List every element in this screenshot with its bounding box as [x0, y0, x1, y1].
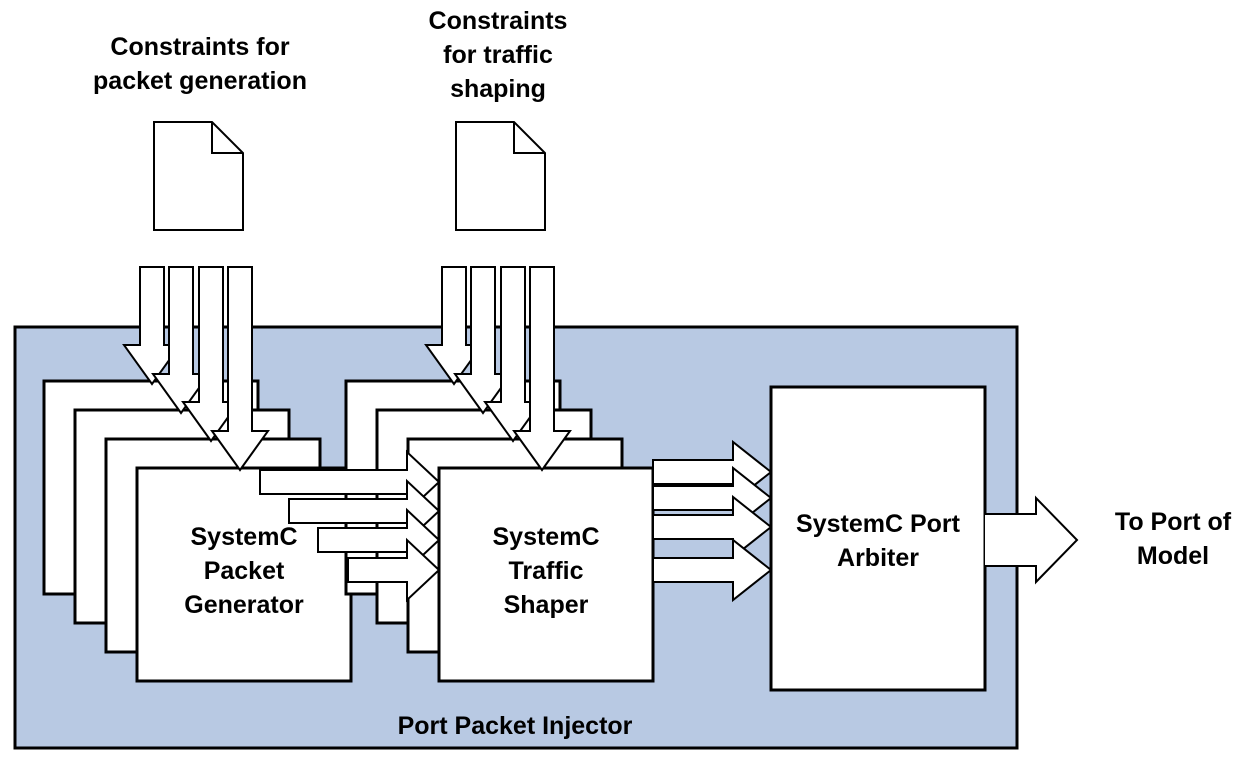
shaper-to-arbiter-arrows [652, 439, 773, 603]
packet-constraint-arrow-3 [181, 266, 241, 443]
packet-constraint-arrow-4 [210, 266, 270, 472]
traffic-shaper-label: SystemC Traffic Shaper [492, 523, 600, 619]
generator-to-shaper-arrows [259, 449, 441, 603]
container-title: Port Packet Injector [397, 712, 633, 740]
port-arbiter-box [769, 385, 987, 692]
packet-constraint-arrow-1 [122, 266, 182, 386]
output-destination-label: To Port of Model [1114, 508, 1232, 570]
shaping-constraint-arrow-4 [512, 266, 572, 472]
packet-generator-label: SystemC Packet Generator [184, 523, 304, 619]
document-icon-traffic-shaping [455, 121, 546, 231]
shaping-constraint-arrow-2 [453, 266, 513, 415]
traffic-shaping-constraints-label: Constraints for traffic shaping [428, 7, 568, 103]
shaper-arbiter-arrow-3 [652, 494, 773, 560]
shaping-constraint-arrows [424, 266, 572, 472]
packet-generation-constraints-label: Constraints for packet generation [93, 33, 307, 95]
packet-constraint-arrow-2 [151, 266, 211, 415]
shaping-constraint-arrow-3 [483, 266, 543, 443]
traffic-shaper-stack [344, 379, 655, 683]
document-icon-packet-generation [153, 121, 244, 231]
packet-constraint-arrows [122, 266, 270, 472]
port-arbiter-label: SystemC Port Arbiter [796, 510, 960, 572]
traffic-shaper-box-4 [437, 466, 655, 683]
shaper-arbiter-arrow-4 [652, 537, 773, 603]
output-arrow [985, 495, 1079, 585]
shaping-constraint-arrow-1 [424, 266, 484, 386]
generator-shaper-arrow-4 [347, 537, 441, 603]
